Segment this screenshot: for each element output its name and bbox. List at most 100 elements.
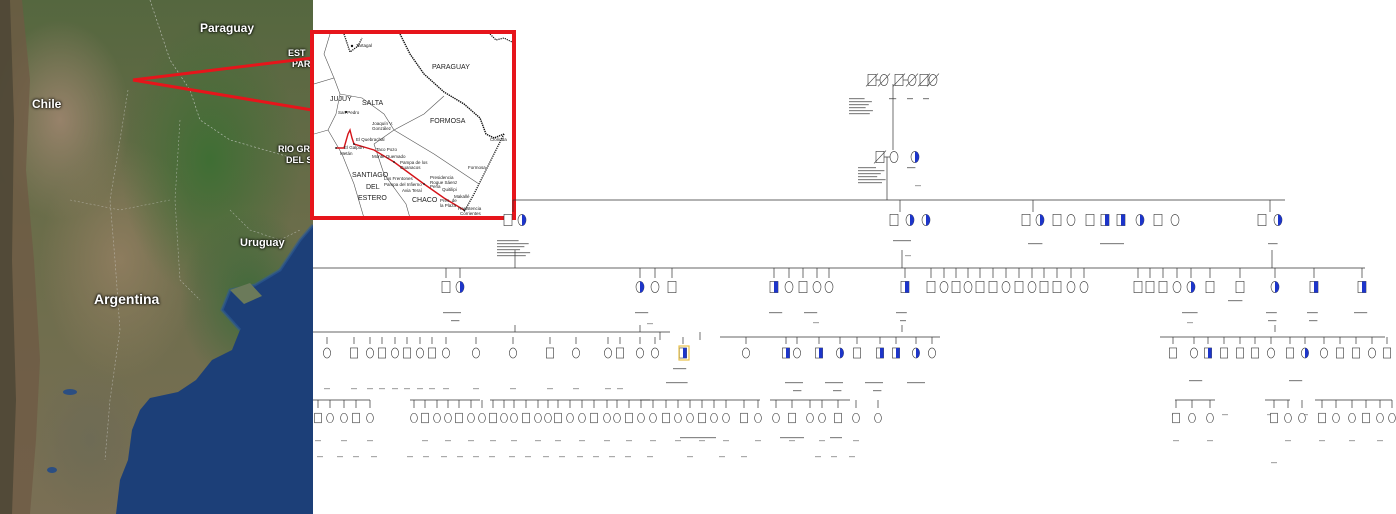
satellite-map: Paraguay EST PAR Chile RIO GR DEL S Urug… [0,0,313,514]
pedigree-id-tick [1173,440,1179,442]
pedigree-id-tick [535,440,541,442]
pedigree-id-tick [577,456,583,458]
pedigree-female-58-fill [1275,281,1279,293]
pedigree-caption [1354,312,1368,314]
pedigree-female-137 [754,412,762,424]
pedigree-caption [858,176,878,178]
pedigree-id-tick [525,456,531,458]
pedigree-id-tick [1187,322,1193,324]
pedigree-male-43 [988,281,998,293]
pedigree-male-92 [1220,347,1228,359]
pedigree-male-96 [1286,347,1294,359]
pedigree-male-56 [1205,281,1215,293]
pedigree-female-129 [649,412,657,424]
map-label-chile: Chile [32,97,62,111]
pedigree-male-60-fill [1362,281,1366,293]
pedigree-male-15 [1021,214,1031,226]
inset-place-san-pedro: San Pedro [338,110,360,115]
pedigree-id-tick [1377,440,1383,442]
pedigree-caption [893,240,911,242]
inset-place-presidencia-roque: Presidencia Roque Sáenz Peña [430,175,458,189]
pedigree-id-tick [367,388,373,390]
inset-place-avia-terai: Avia Teraí [402,188,422,193]
pedigree-female-101 [1368,347,1376,359]
pedigree-id-tick [351,388,357,390]
pedigree-male-94 [1251,347,1259,359]
pedigree-male-115 [489,412,497,424]
pedigree-id-tick [723,440,729,442]
pedigree-caption [785,382,803,384]
inset-region-estero: ESTERO [358,195,387,202]
pedigree-female-70 [472,347,480,359]
pedigree-caption [497,249,521,251]
map-label-del-sul: DEL S [286,155,313,165]
pedigree-caption [889,98,897,100]
pedigree-female-36 [824,281,834,293]
pedigree-male-64 [378,347,386,359]
map-label-estado: EST [288,48,306,58]
pedigree-female-26-fill [1278,214,1282,226]
pedigree-id-tick [367,440,373,442]
pedigree-female-63 [366,347,374,359]
pedigree-female-128 [637,412,645,424]
pedigree-female-107 [366,412,374,424]
pedigree-female-71 [509,347,517,359]
pedigree-male-133 [698,412,706,424]
pedigree-caption [858,170,885,172]
pedigree-male-78-fill [683,347,687,359]
pedigree-line [873,150,887,164]
pedigree-id-tick [457,456,463,458]
pedigree-id-tick [417,388,423,390]
pedigree-id-tick [473,456,479,458]
pedigree-female-113 [467,412,475,424]
inset-region-paraguay: PARAGUAY [432,64,470,71]
pedigree-male-45 [1014,281,1024,293]
pedigree-id-tick [625,456,631,458]
pedigree-female-111 [444,412,452,424]
inset-place-los-frentones: Los Frentones [384,176,413,181]
map-label-paraguay: Paraguay [200,21,255,35]
pedigree-id-tick [511,440,517,442]
pedigree-male-57 [1235,281,1245,293]
pedigree-male-72 [546,347,554,359]
pedigree-female-141 [818,412,826,424]
pedigree-caption [497,252,531,254]
pedigree-female-88 [928,347,936,359]
pedigree-id-tick [1222,414,1228,416]
pedigree-id-tick [849,456,855,458]
pedigree-caption [907,167,916,169]
pedigree-id-tick [509,456,515,458]
pedigree-male-12 [889,214,899,226]
pedigree-male-82-fill [819,347,823,359]
pedigree-female-122 [566,412,574,424]
pedigree-female-152 [1332,412,1340,424]
pedigree-female-65 [391,347,399,359]
pedigree-female-11-fill [522,214,526,226]
pedigree-caption [804,312,818,314]
pedigree-male-19 [1085,214,1095,226]
pedigree-id-tick [392,388,398,390]
map-label-rio-grande: RIO GR [278,144,311,154]
pedigree-male-103 [314,412,322,424]
inset-region-santiago: SANTIAGO [352,172,389,179]
pedigree-caption [793,390,802,392]
inset-place-formosa: Formosa [468,165,486,170]
pedigree-female-41 [963,281,973,293]
pedigree-female-144 [874,412,882,424]
pedigree-female-135 [722,412,730,424]
pedigree-female-83-fill [840,347,844,359]
pedigree-id-tick [445,440,451,442]
pedigree-female-76 [636,347,644,359]
pedigree-id-tick [547,388,553,390]
inset-place-joaquin-gonzalez: Joaquín V. González [372,121,394,131]
pedigree-female-105 [340,412,348,424]
pedigree-female-67 [416,347,424,359]
pedigree-id-tick [489,456,495,458]
pedigree-male-86-fill [896,347,900,359]
pedigree-id-tick [317,456,323,458]
pedigree-male-66 [403,347,411,359]
pedigree-id-tick [650,440,656,442]
pedigree-caption [865,382,883,384]
pedigree-female-120 [544,412,552,424]
pedigree-id-tick [468,440,474,442]
